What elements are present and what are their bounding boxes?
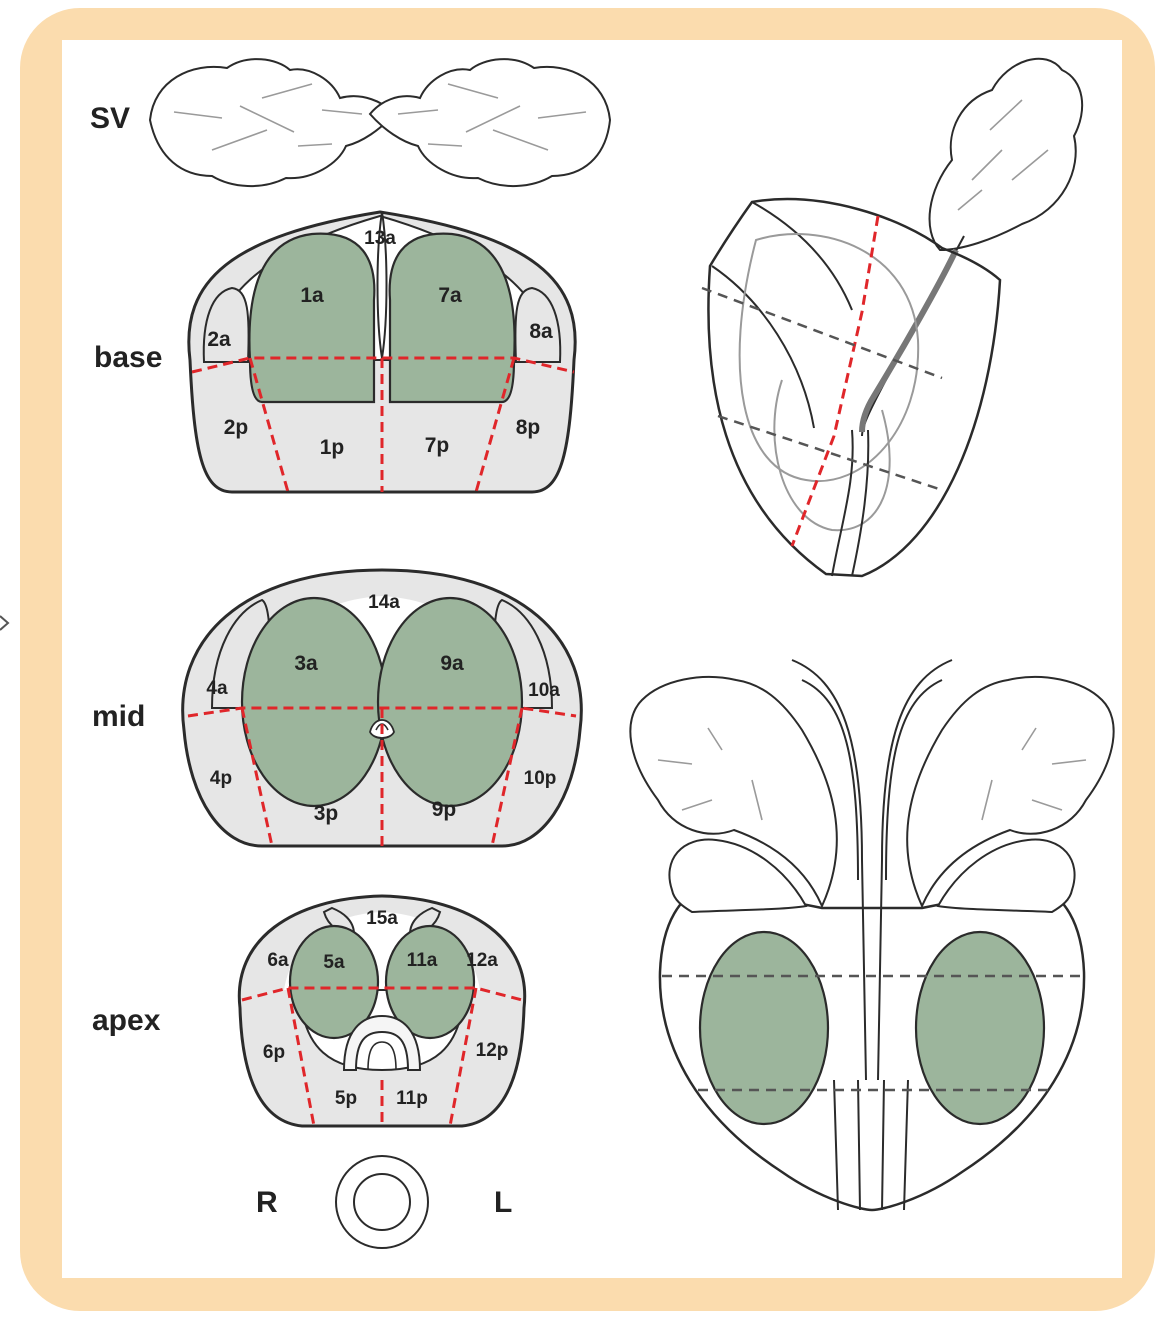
- segment-11p: 11p: [396, 1088, 428, 1109]
- segment-7p: 7p: [425, 434, 450, 457]
- segment-5p: 5p: [335, 1088, 357, 1109]
- base-section: [189, 212, 575, 492]
- seminal-vesicles: [150, 59, 610, 186]
- orientation-indicator: [336, 1156, 428, 1248]
- segment-5a: 5a: [323, 952, 345, 973]
- segment-1p: 1p: [320, 436, 345, 459]
- urethra-inner-ring: [354, 1174, 410, 1230]
- segment-15a: 15a: [366, 908, 398, 929]
- segment-10a: 10a: [528, 680, 560, 701]
- prostate-segmentation-diagram: SV base 13a 1a 7a 2a 8a 2p 1p 7p 8p mid …: [62, 40, 1122, 1278]
- row-label-sv: SV: [90, 102, 130, 135]
- segment-6a: 6a: [267, 950, 289, 971]
- segment-3a: 3a: [294, 652, 318, 675]
- segment-4a: 4a: [206, 678, 228, 699]
- orientation-left: L: [494, 1186, 512, 1219]
- segment-12a: 12a: [466, 950, 498, 971]
- segment-8p: 8p: [516, 416, 541, 439]
- segment-1a: 1a: [300, 284, 324, 307]
- coronal-view: [630, 660, 1113, 1210]
- edge-mark: [0, 612, 10, 634]
- segment-2a: 2a: [207, 328, 231, 351]
- row-label-apex: apex: [92, 1004, 161, 1037]
- sagittal-view: [702, 59, 1082, 576]
- urethra-outer-ring: [336, 1156, 428, 1248]
- segment-11a: 11a: [407, 950, 438, 971]
- row-label-base: base: [94, 341, 162, 374]
- orientation-right: R: [256, 1186, 278, 1219]
- segment-9p: 9p: [432, 798, 457, 821]
- apex-section: [239, 896, 524, 1126]
- row-label-mid: mid: [92, 700, 145, 733]
- segment-7a: 7a: [438, 284, 462, 307]
- diagram-panel: SV base 13a 1a 7a 2a 8a 2p 1p 7p 8p mid …: [62, 40, 1122, 1278]
- segment-9a: 9a: [440, 652, 464, 675]
- segment-13a: 13a: [364, 228, 396, 249]
- segment-12p: 12p: [476, 1040, 509, 1061]
- segment-14a: 14a: [368, 592, 400, 613]
- segment-4p: 4p: [210, 768, 232, 789]
- segment-10p: 10p: [524, 768, 557, 789]
- segment-2p: 2p: [224, 416, 249, 439]
- segment-8a: 8a: [529, 320, 553, 343]
- segment-3p: 3p: [314, 802, 339, 825]
- segment-6p: 6p: [263, 1042, 285, 1063]
